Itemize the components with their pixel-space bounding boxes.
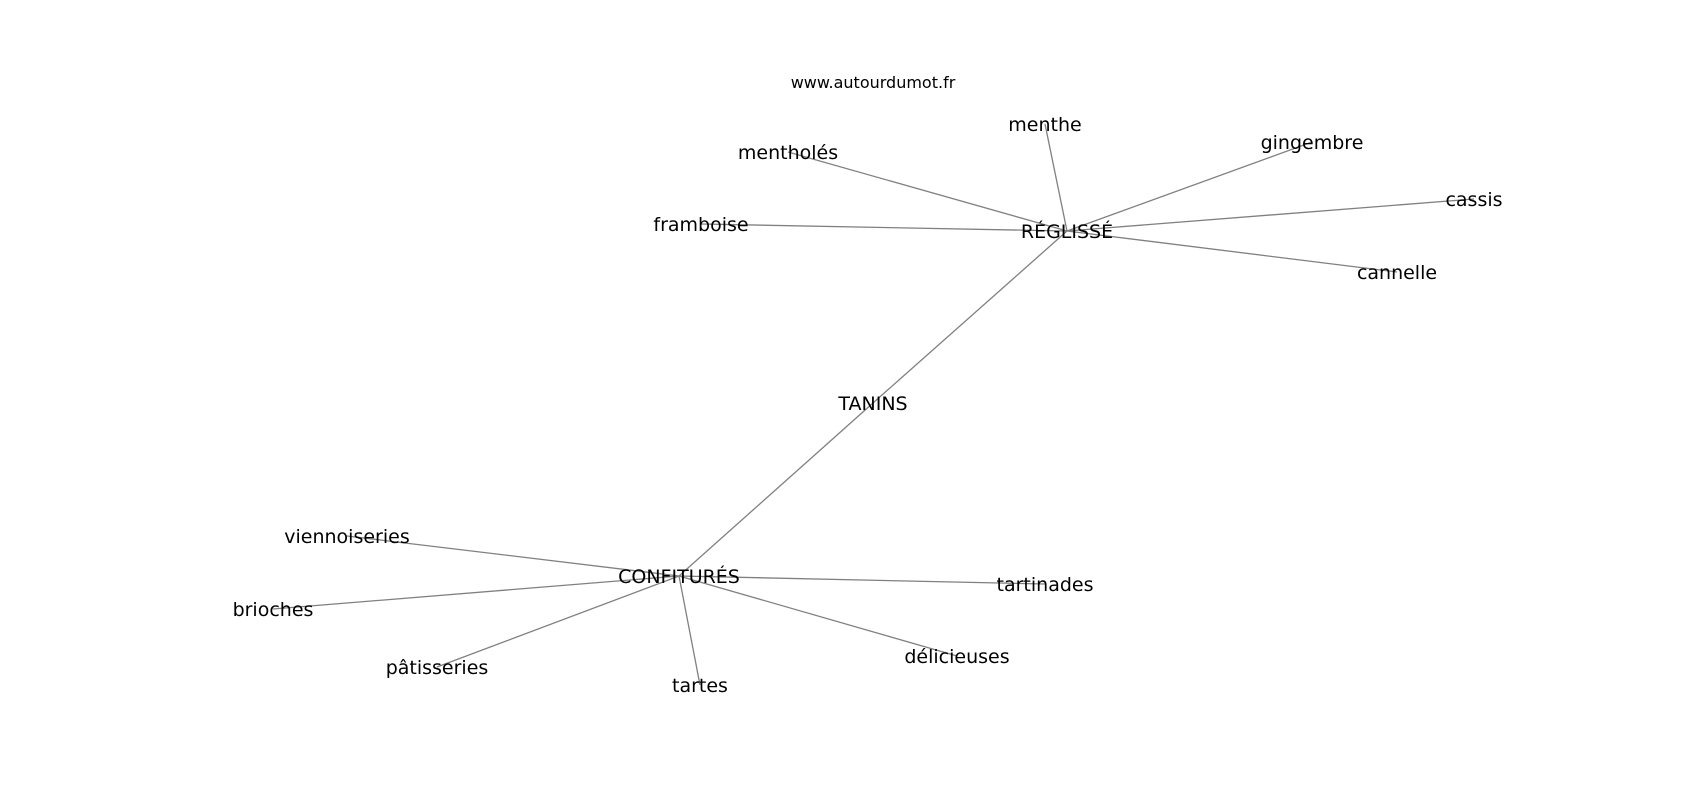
node-label-gingembre: gingembre	[1261, 132, 1364, 154]
source-label: www.autourdumot.fr	[791, 73, 956, 92]
edge-reglisse-mentholes	[787, 151, 1068, 232]
edges-layer	[272, 123, 1475, 686]
node-label-delicieuses: délicieuses	[904, 646, 1009, 668]
edge-confitures-delicieuses	[678, 575, 958, 657]
node-label-brioches: brioches	[233, 599, 314, 621]
node-label-mentholes: mentholés	[738, 142, 838, 164]
edge-tanins-reglisse	[872, 230, 1068, 404]
node-label-cassis: cassis	[1445, 189, 1502, 211]
edge-reglisse-menthe	[1044, 123, 1068, 232]
edge-reglisse-framboise	[700, 223, 1068, 232]
edge-confitures-brioches	[272, 575, 680, 610]
node-label-menthe: menthe	[1008, 114, 1081, 136]
node-label-tanins: TANINS	[837, 393, 907, 415]
node-label-tartes: tartes	[672, 675, 728, 697]
edge-confitures-patisseries	[436, 575, 680, 668]
labels-layer: TANINS RÉGLISSÉ CONFITURÉS menthe mentholés g…	[233, 114, 1503, 697]
node-label-framboise: framboise	[653, 214, 748, 236]
node-label-tartinades: tartinades	[997, 574, 1094, 596]
node-label-cannelle: cannelle	[1357, 262, 1437, 284]
node-label-viennoiseries: viennoiseries	[284, 526, 409, 548]
edge-confitures-tartinades	[678, 575, 1046, 585]
edge-confitures-tartes	[678, 575, 701, 686]
edge-tanins-confitures	[678, 402, 874, 577]
edge-confitures-viennoiseries	[346, 535, 680, 577]
node-label-reglisse: RÉGLISSÉ	[1021, 220, 1113, 243]
edge-reglisse-gingembre	[1066, 141, 1313, 232]
node-label-patisseries: pâtisseries	[386, 657, 489, 679]
edge-reglisse-cannelle	[1066, 230, 1398, 273]
node-label-confitures: CONFITURÉS	[618, 565, 740, 588]
edge-reglisse-cassis	[1066, 198, 1475, 232]
